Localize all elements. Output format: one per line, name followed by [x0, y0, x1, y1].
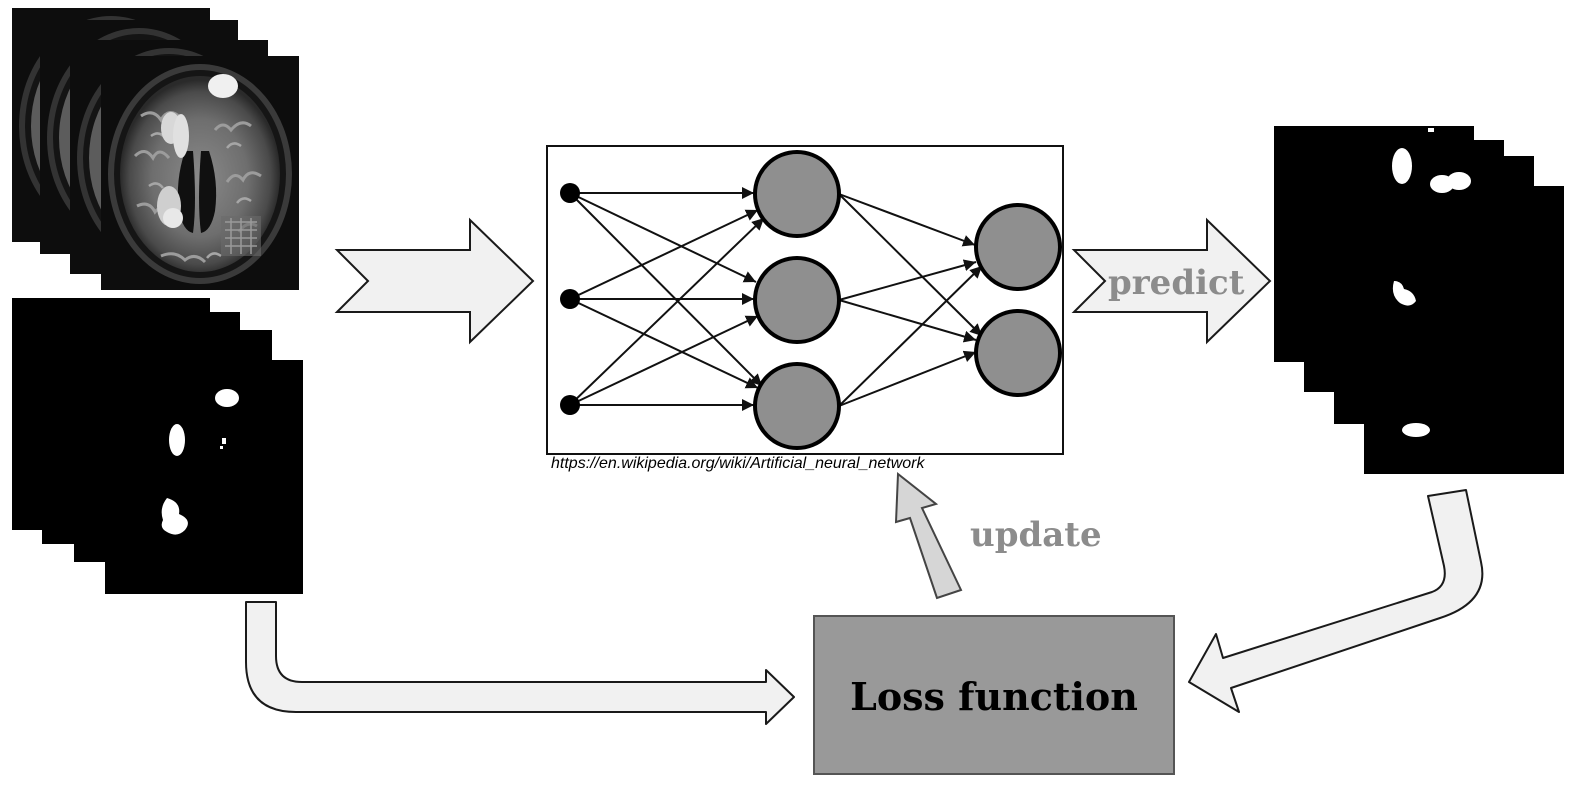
mri-scan-stack — [10, 6, 301, 292]
hidden-neuron-1 — [753, 150, 841, 238]
neural-network-panel: https://en.wikipedia.org/wiki/Artificial… — [546, 145, 1064, 472]
input-node-1 — [560, 183, 580, 203]
mask-slice-front — [105, 360, 303, 594]
pred-slice-back-lesion — [1402, 423, 1430, 437]
update-arrow: update — [894, 472, 1102, 600]
pred-slice-front — [1274, 126, 1474, 362]
input-node-3 — [560, 395, 580, 415]
input-arrow — [334, 217, 535, 345]
predict-label: predict — [1108, 263, 1245, 303]
predicted-mask-stack — [1274, 126, 1564, 474]
predict-arrow: predict — [1071, 217, 1272, 345]
hidden-neuron-2 — [753, 256, 841, 344]
update-label: update — [970, 515, 1102, 555]
source-url-caption: https://en.wikipedia.org/wiki/Artificial… — [551, 455, 926, 472]
output-neuron-2 — [974, 309, 1062, 397]
output-neuron-1 — [974, 203, 1062, 291]
input-node-2 — [560, 289, 580, 309]
ground-truth-mask-stack — [12, 298, 303, 594]
network-connections — [569, 187, 983, 411]
mri-slice-front — [99, 54, 301, 292]
loss-function-label: Loss function — [850, 674, 1138, 719]
prediction-to-loss-arrow — [1188, 489, 1484, 713]
hidden-neuron-3 — [753, 362, 841, 450]
ground-truth-to-loss-arrow — [245, 601, 795, 725]
loss-function-box: Loss function — [813, 615, 1175, 775]
